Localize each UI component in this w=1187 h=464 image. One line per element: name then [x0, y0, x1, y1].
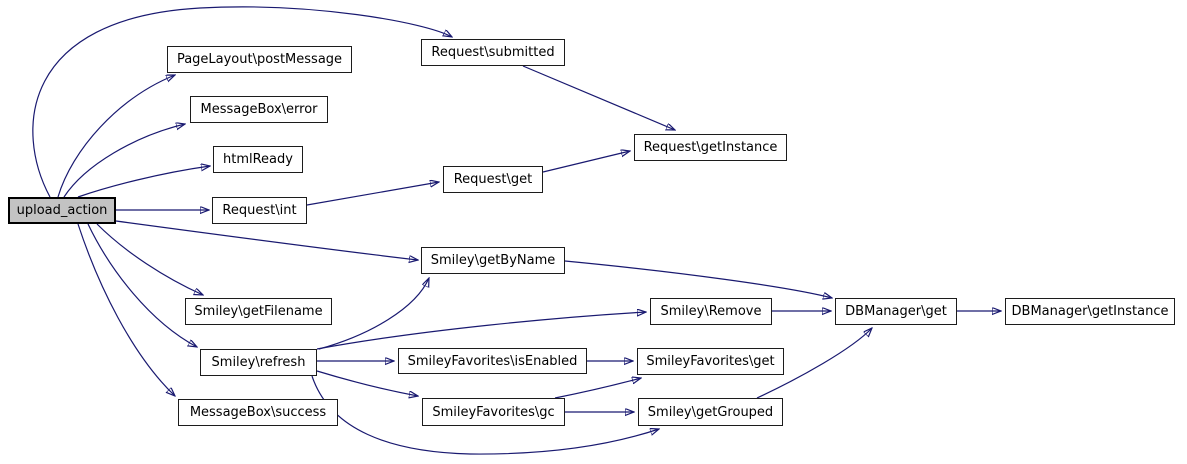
edge-smileyfavorites-gc-to-smileyfavorites-get: [554, 378, 641, 399]
edge-upload-action-to-smiley-refresh: [87, 223, 197, 347]
node-smiley-getfilename[interactable]: Smiley\getFilename: [185, 298, 332, 325]
node-upload-action[interactable]: upload_action: [8, 197, 116, 224]
node-messagebox-error[interactable]: MessageBox\error: [190, 96, 328, 123]
edge-upload-action-to-htmlready: [77, 166, 210, 198]
edge-upload-action-to-request-submitted: [32, 6, 452, 198]
edge-smiley-refresh-to-smiley-getbyname: [318, 278, 429, 350]
node-request-submitted[interactable]: Request\submitted: [421, 39, 565, 66]
edge-upload-action-to-messagebox-success: [77, 223, 175, 396]
edge-request-submitted-to-request-getinstance: [522, 65, 675, 130]
edge-smiley-getgrouped-to-dbmanager-get: [756, 328, 872, 399]
node-smiley-getbyname[interactable]: Smiley\getByName: [421, 247, 565, 274]
node-smiley-refresh[interactable]: Smiley\refresh: [200, 349, 317, 376]
edge-smiley-refresh-to-smiley-getgrouped: [311, 375, 659, 455]
node-request-get[interactable]: Request\get: [443, 166, 543, 193]
node-smileyfavorites-isenabled[interactable]: SmileyFavorites\isEnabled: [398, 348, 587, 374]
edge-upload-action-to-smiley-getfilename: [96, 223, 203, 295]
edge-upload-action-to-pagelayout-postmessage: [57, 75, 175, 198]
node-request-getinstance[interactable]: Request\getInstance: [634, 134, 787, 161]
node-dbmanager-get[interactable]: DBManager\get: [835, 298, 957, 325]
edge-smiley-refresh-to-smileyfavorites-gc: [316, 370, 418, 396]
node-smileyfavorites-get[interactable]: SmileyFavorites\get: [637, 348, 784, 375]
edge-upload-action-to-messagebox-error: [63, 124, 185, 198]
node-dbmanager-getinstance[interactable]: DBManager\getInstance: [1005, 298, 1175, 325]
edge-request-get-to-request-getinstance: [542, 151, 630, 173]
edge-smiley-refresh-to-smiley-remove: [316, 312, 646, 350]
node-smiley-getgrouped[interactable]: Smiley\getGrouped: [638, 398, 783, 426]
node-request-int[interactable]: Request\int: [212, 197, 307, 224]
node-pagelayout-postmessage[interactable]: PageLayout\postMessage: [167, 46, 352, 73]
node-smiley-remove[interactable]: Smiley\Remove: [650, 298, 772, 325]
node-messagebox-success[interactable]: MessageBox\success: [178, 399, 338, 426]
edge-request-int-to-request-get: [306, 182, 439, 206]
node-htmlready[interactable]: htmlReady: [213, 146, 303, 173]
edge-upload-action-to-smiley-getbyname: [115, 220, 418, 260]
node-smileyfavorites-gc[interactable]: SmileyFavorites\gc: [422, 398, 565, 426]
edge-smiley-getbyname-to-dbmanager-get: [564, 260, 832, 298]
